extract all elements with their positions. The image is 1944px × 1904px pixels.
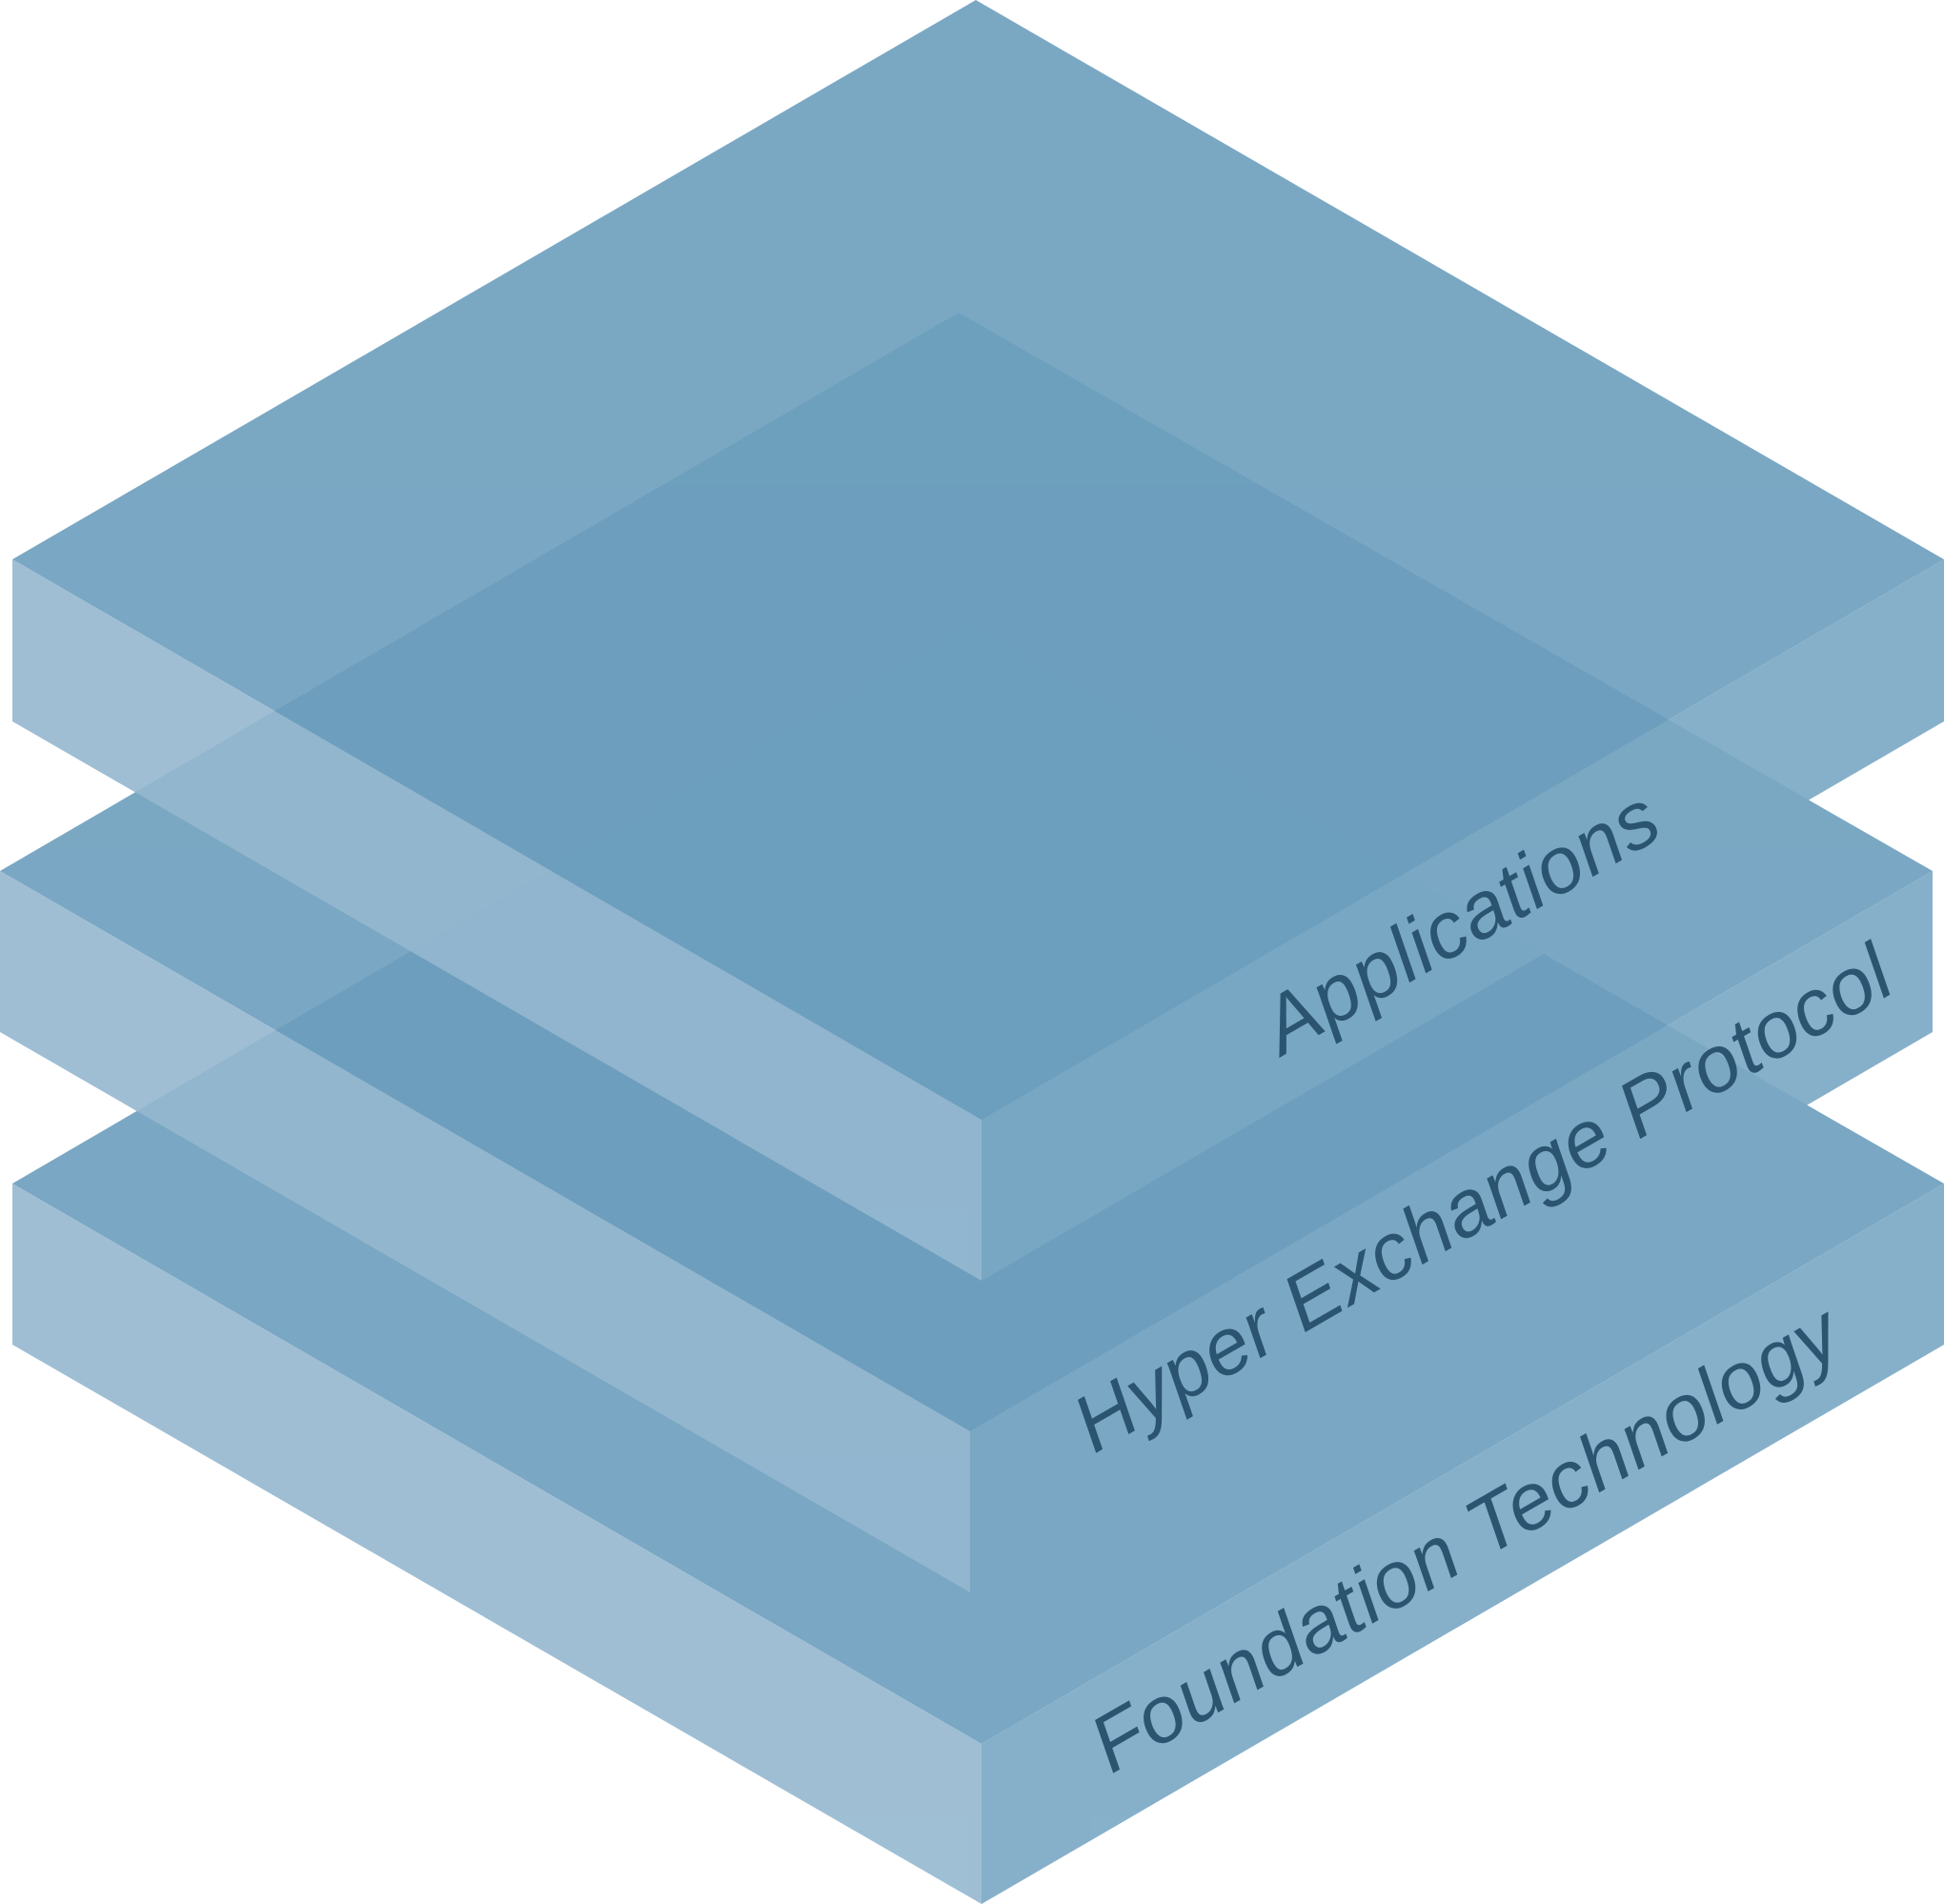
applications-left-face [12, 559, 982, 1281]
foundation-technology-left-face [12, 1184, 982, 1904]
applications-right-face [982, 559, 1944, 1281]
applications-top-face [12, 0, 1944, 1120]
hyper-exchange-protocol-left-face [0, 871, 970, 1592]
hyper-exchange-protocol-right-face [970, 871, 1933, 1592]
layer-applications [12, 0, 1944, 1281]
foundation-technology-right-face [982, 1184, 1944, 1904]
